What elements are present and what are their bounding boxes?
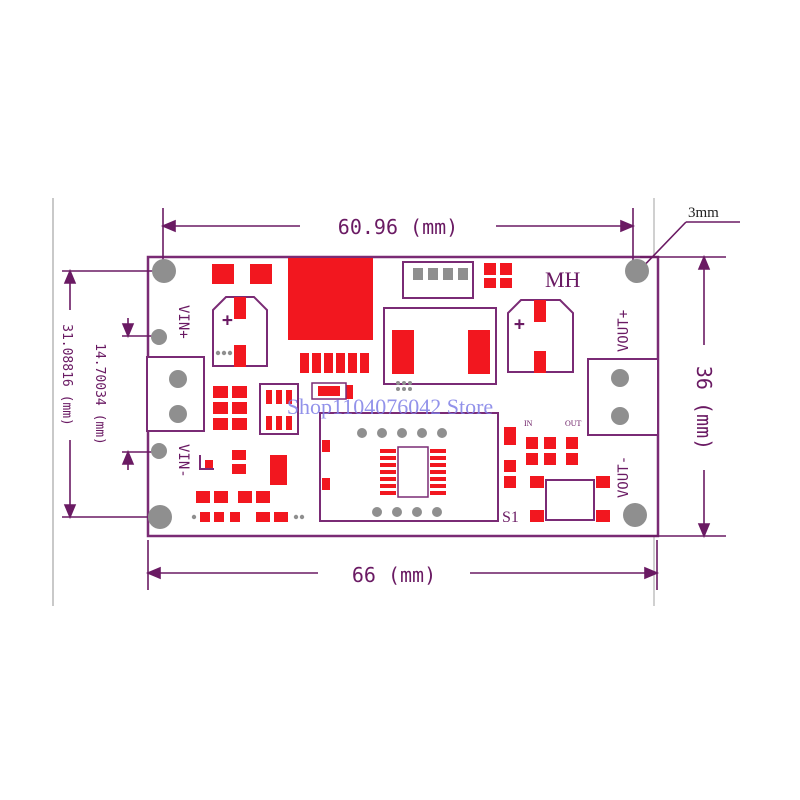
label-mh: MH xyxy=(545,267,581,292)
display-pad-left-1 xyxy=(322,440,330,452)
terminal-output-pin-2 xyxy=(611,407,629,425)
connector-pins xyxy=(413,268,468,280)
capacitor-right-outline xyxy=(507,299,574,373)
ic-pads-row xyxy=(300,353,369,373)
display-module-outline xyxy=(319,412,499,522)
display-ic-right-pads xyxy=(430,449,446,495)
led-outline xyxy=(199,455,214,470)
hole-vin-plus xyxy=(151,329,167,345)
display-ic-left-pads xyxy=(380,449,396,495)
label-vout-plus: VOUT+ xyxy=(616,310,632,352)
pad-small-d xyxy=(500,278,512,288)
label-in: IN xyxy=(524,419,533,428)
hole-vin-minus xyxy=(151,443,167,459)
terminal-input-pin-1 xyxy=(169,370,187,388)
mounting-hole-tr xyxy=(625,259,649,283)
dim-left-outer: 31.08816 (mm) xyxy=(59,324,74,426)
dim-top-width: 60.96 (mm) xyxy=(338,215,458,239)
pad-mid-fill xyxy=(318,386,340,396)
display-pad-left-2 xyxy=(322,478,330,490)
label-out: OUT xyxy=(565,419,582,428)
dim-left-inner: 14.70034 (mm) xyxy=(92,343,107,445)
mounting-hole-tl xyxy=(152,259,176,283)
resistor-group-right xyxy=(504,427,578,488)
mounting-hole-bl xyxy=(148,505,172,529)
led-pad xyxy=(205,460,213,468)
resistor-group-left xyxy=(196,386,288,522)
capacitor-right-pad-2 xyxy=(534,351,546,373)
capacitor-right-polarity: + xyxy=(514,314,525,335)
label-vout-minus: VOUT- xyxy=(616,456,632,498)
label-s1: S1 xyxy=(502,509,519,526)
display-bottom-pins xyxy=(372,507,442,517)
button-s1-outline xyxy=(545,479,595,521)
pad-small-b xyxy=(500,263,512,275)
left-vias xyxy=(191,350,305,520)
capacitor-right-pad-1 xyxy=(534,300,546,322)
diode-pad-2 xyxy=(468,330,490,374)
pad-top-1 xyxy=(212,264,234,284)
dimension-lines xyxy=(62,208,740,590)
diode-vias xyxy=(396,381,412,391)
dim-right-height: 36 (mm) xyxy=(692,366,716,450)
diode-pad-1 xyxy=(392,330,414,374)
pad-small-c xyxy=(484,278,496,288)
label-vin-minus: VIN- xyxy=(175,444,191,478)
capacitor-left-polarity: + xyxy=(222,310,233,331)
capacitor-left-pad-1 xyxy=(234,297,246,319)
inductor-pad xyxy=(288,258,373,340)
display-top-pins xyxy=(357,428,447,438)
capacitor-left-pad-2 xyxy=(234,345,246,367)
dim-hole-label: 3mm xyxy=(688,205,719,221)
mounting-holes xyxy=(148,259,649,529)
sot-pads xyxy=(266,390,292,430)
label-vin-plus: VIN+ xyxy=(175,305,191,339)
display-ic-outline xyxy=(397,446,429,498)
mounting-hole-br xyxy=(623,503,647,527)
terminal-output-pin-1 xyxy=(611,369,629,387)
terminal-input-pin-2 xyxy=(169,405,187,423)
watermark-text: Shop1104076042 Store xyxy=(287,394,493,419)
capacitor-left-outline xyxy=(212,296,268,367)
button-s1-pads xyxy=(530,476,610,522)
dim-bottom-width: 66 (mm) xyxy=(352,563,436,587)
pad-small-a xyxy=(484,263,496,275)
pad-top-2 xyxy=(250,264,272,284)
